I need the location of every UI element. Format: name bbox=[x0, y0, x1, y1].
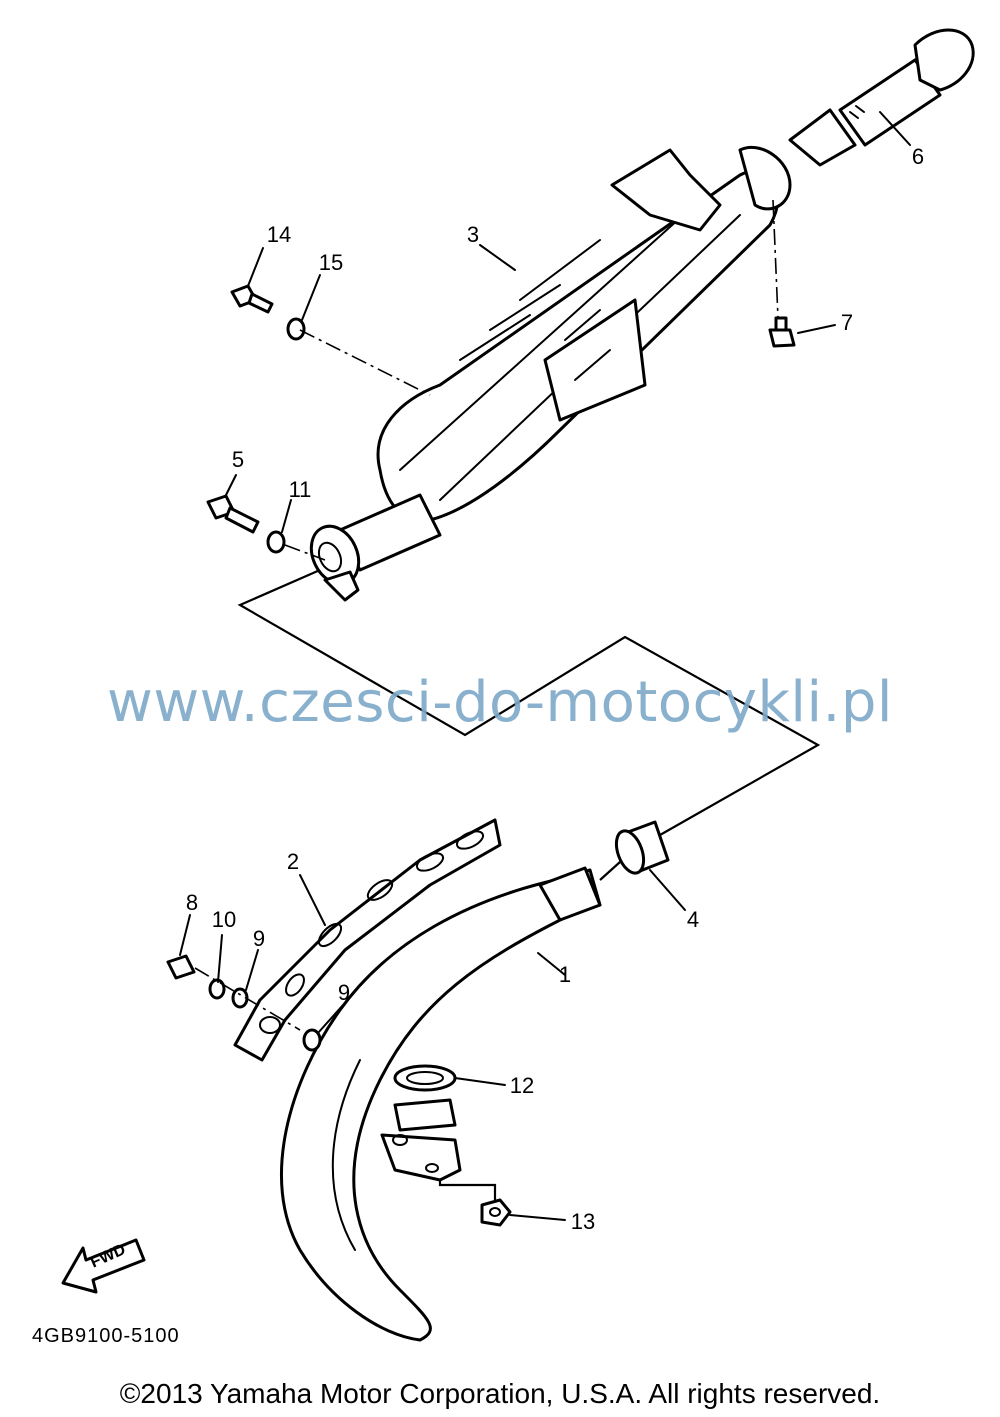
callout-8: 8 bbox=[185, 890, 199, 915]
callout-14: 14 bbox=[266, 222, 292, 247]
washer-part-9b bbox=[302, 1028, 322, 1052]
nut-part-13 bbox=[480, 1198, 512, 1227]
callout-5: 5 bbox=[231, 447, 245, 472]
bolt-part-8 bbox=[166, 954, 196, 980]
exhaust-pipe-part-1 bbox=[280, 866, 602, 1342]
callout-15: 15 bbox=[318, 250, 344, 275]
bolt-part-14 bbox=[230, 284, 274, 314]
watermark-text: www.czesci-do-motocykli.pl bbox=[107, 670, 893, 735]
callout-12: 12 bbox=[509, 1073, 535, 1098]
gasket-part-4 bbox=[614, 820, 670, 875]
protector-part-2 bbox=[233, 818, 502, 1062]
callout-2: 2 bbox=[286, 849, 300, 874]
muffler-inlet-pipe bbox=[309, 493, 442, 602]
washer-part-11 bbox=[266, 530, 286, 554]
callout-10: 10 bbox=[211, 907, 237, 932]
diagram-code: 4GB9100-5100 bbox=[32, 1325, 180, 1347]
callout-leaders bbox=[179, 111, 911, 1221]
bolt-part-7 bbox=[768, 316, 796, 348]
callout-7: 7 bbox=[840, 310, 854, 335]
copyright-notice: ©2013 Yamaha Motor Corporation, U.S.A. A… bbox=[119, 1378, 881, 1409]
callout-9b: 9 bbox=[337, 980, 351, 1005]
callout-3: 3 bbox=[466, 222, 480, 247]
callout-1: 1 bbox=[558, 962, 572, 987]
callout-6: 6 bbox=[911, 144, 925, 169]
muffler-body-part-3 bbox=[376, 145, 792, 523]
forward-arrow-icon bbox=[61, 1238, 146, 1294]
callout-11: 11 bbox=[288, 477, 312, 502]
exhaust-flange bbox=[380, 1098, 462, 1182]
bolt-part-5 bbox=[206, 494, 260, 534]
callout-13: 13 bbox=[570, 1209, 596, 1234]
tail-pipe-part-6 bbox=[788, 28, 975, 167]
callout-9a: 9 bbox=[252, 926, 266, 951]
callout-4: 4 bbox=[686, 907, 700, 932]
washer-part-10 bbox=[208, 978, 226, 1000]
washer-part-15 bbox=[286, 317, 306, 341]
gasket-part-12 bbox=[393, 1064, 457, 1092]
assembly-lines bbox=[194, 199, 821, 1200]
